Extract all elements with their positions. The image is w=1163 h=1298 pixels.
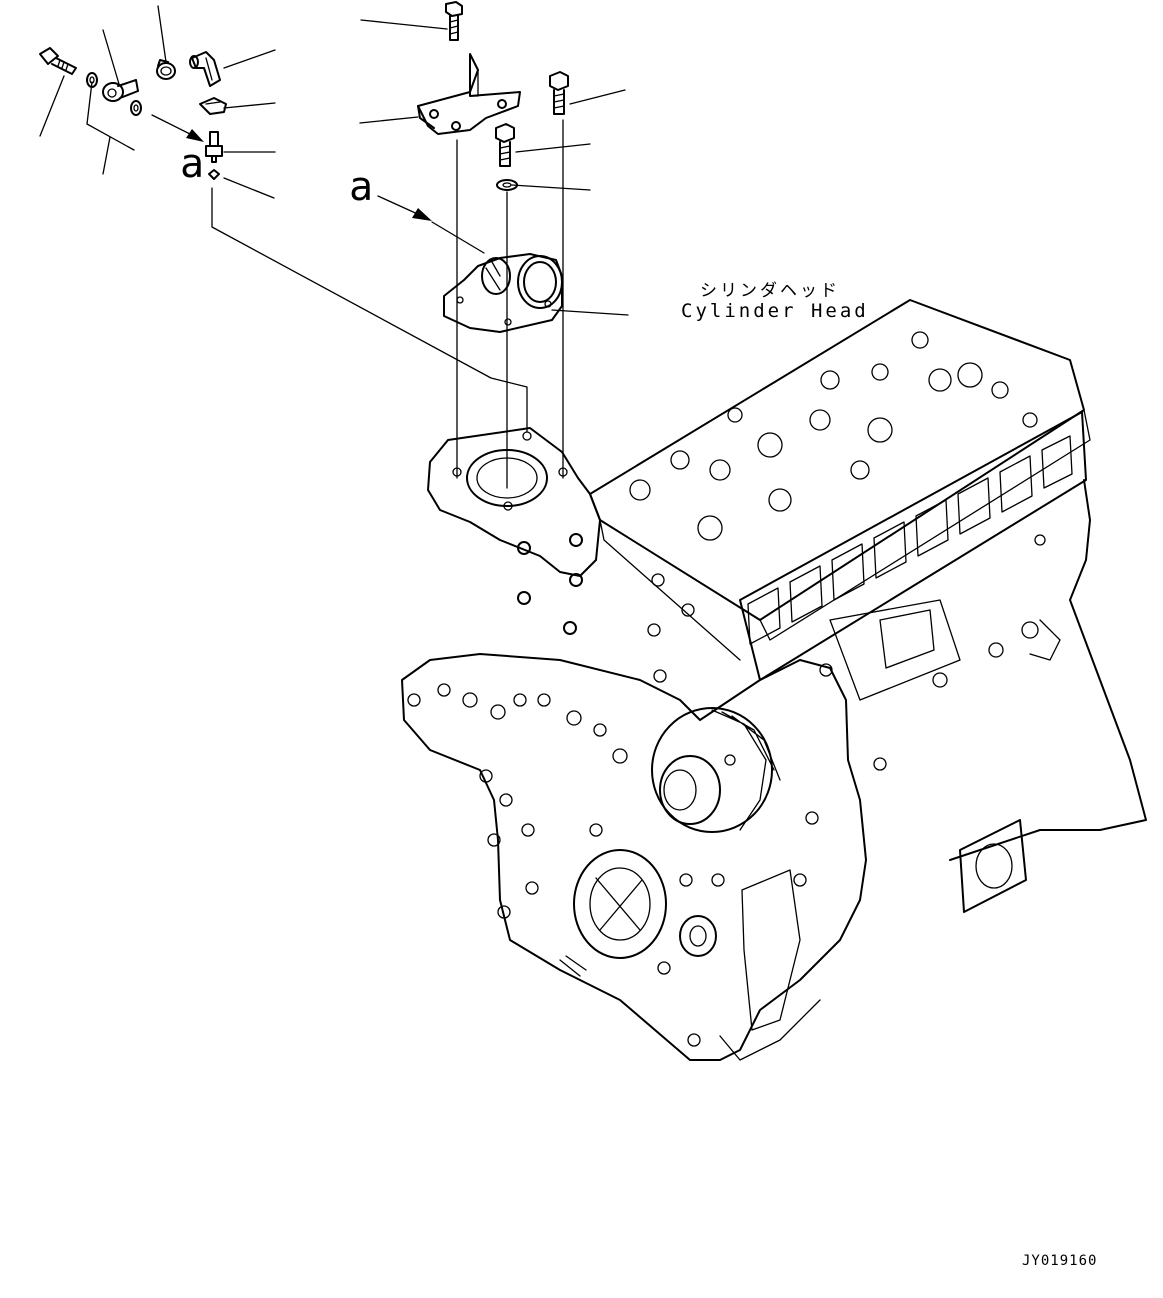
view-marker-a-center: a [349, 164, 374, 210]
view-marker-a-left: a [180, 141, 205, 187]
assembly-axis-lines [211, 119, 564, 489]
hose-clamp-icon [156, 59, 176, 80]
component-label-en: Cylinder Head [681, 300, 869, 322]
component-label-jp: シリンダヘッド [700, 281, 840, 301]
bracket-icon [417, 53, 521, 135]
front-timing-cover-icon [401, 573, 867, 1061]
cylinder-block-icon [829, 479, 1147, 913]
bolt-right-icon [549, 71, 569, 115]
connector-stud-icon [205, 131, 223, 163]
washer-left-icon [86, 72, 98, 88]
bolt-top-icon [445, 1, 463, 41]
bolt-center-icon [495, 123, 515, 167]
banjo-fitting-icon [102, 79, 139, 102]
thermostat-housing-icon [443, 253, 563, 333]
leader-lines [39, 5, 629, 316]
cylinder-head-icon [589, 299, 1091, 681]
view-arrows [151, 114, 485, 254]
washer-right-icon [130, 100, 142, 116]
elbow-fitting-icon [189, 51, 221, 87]
drawing-id: JY019160 [1022, 1253, 1098, 1269]
bolt-left-icon [39, 47, 77, 75]
coolant-outlet-flange-icon [427, 427, 601, 635]
plug-icon [208, 169, 220, 180]
clip-icon [199, 97, 227, 115]
washer-center-icon [496, 179, 518, 191]
